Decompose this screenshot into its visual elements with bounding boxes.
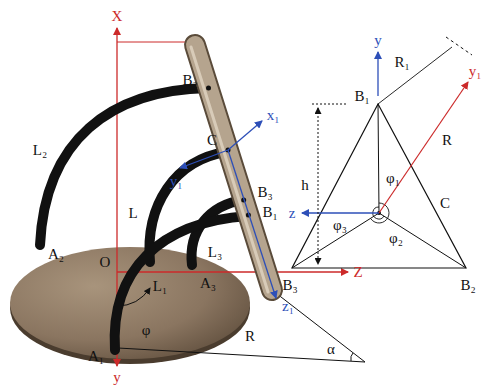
part-label: φ₁	[386, 171, 400, 186]
part-label: y₁	[469, 64, 482, 79]
part-label: L₃	[208, 245, 222, 260]
part-label: R	[442, 133, 452, 148]
part-label: B₁	[262, 205, 277, 220]
part-label: B₂	[182, 73, 197, 88]
part-label: y	[374, 33, 382, 48]
part-label: z₁	[282, 299, 294, 314]
part-label: B₂	[460, 278, 475, 293]
part-label: Z	[353, 265, 362, 280]
part-label: B₃	[282, 278, 297, 293]
part-label: z	[289, 206, 296, 221]
part-label: B₃	[257, 185, 272, 200]
part-label: L₁	[153, 279, 167, 294]
part-label: R₁	[394, 55, 409, 70]
part-label: φ	[142, 323, 151, 338]
part-label: y	[113, 370, 121, 385]
part-label: A₂	[48, 247, 64, 262]
part-label: L	[128, 206, 137, 221]
part-label: φ₂	[389, 231, 403, 246]
part-label: B₁	[354, 89, 369, 104]
part-label: C	[440, 196, 450, 211]
part-label: L₂	[33, 143, 47, 158]
part-label: y₁	[170, 174, 183, 189]
part-label: A₃	[200, 276, 216, 291]
part-label: O	[100, 255, 111, 270]
part-label: C	[207, 133, 217, 148]
part-label: X	[112, 9, 123, 24]
part-label: φ₃	[333, 218, 347, 233]
part-label: h	[301, 178, 309, 193]
part-label: α	[327, 342, 335, 357]
part-label: x₁	[267, 108, 280, 123]
part-label: R	[245, 329, 255, 344]
part-label: A₁	[88, 349, 104, 364]
